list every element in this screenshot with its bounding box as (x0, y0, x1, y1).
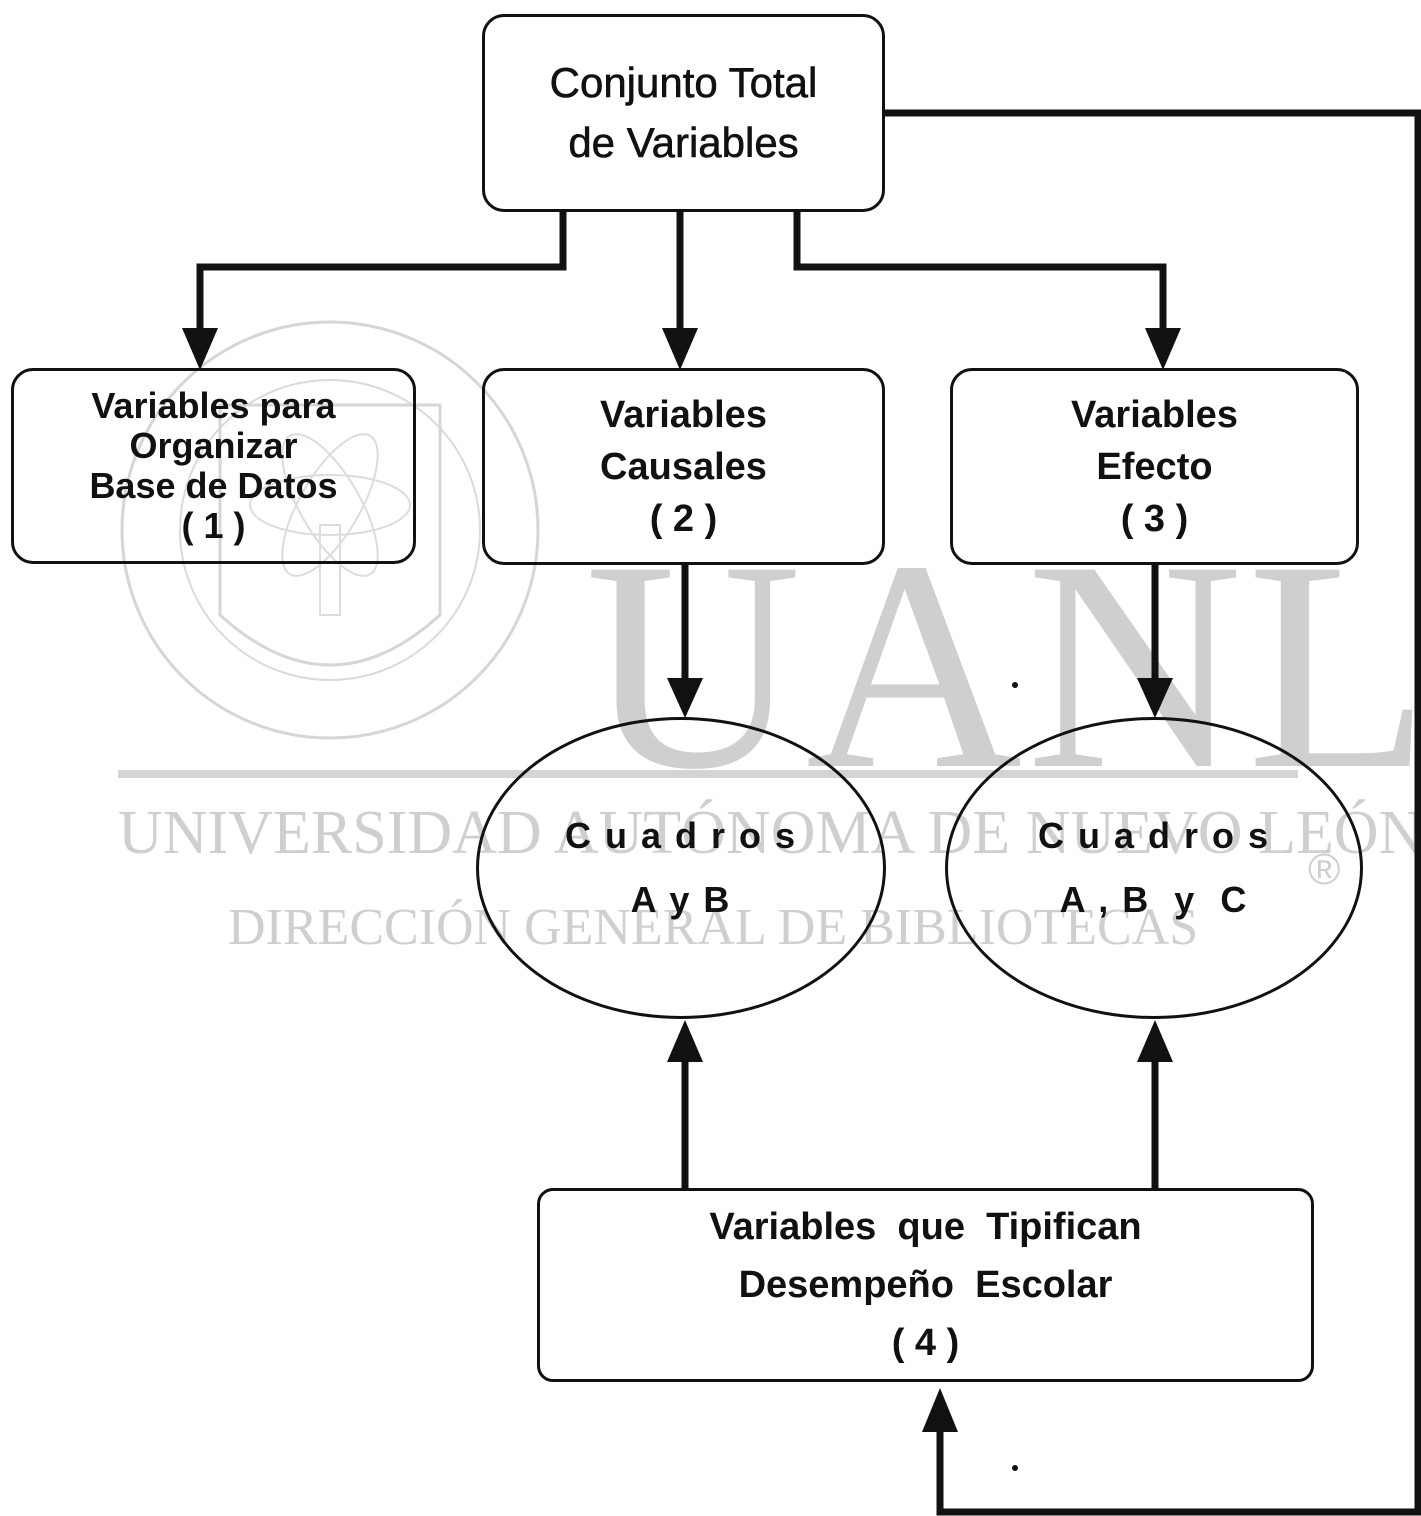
node-v2-line1: Variables (600, 393, 767, 436)
node-total-variables: Conjunto Total de Variables (482, 14, 885, 212)
node-v3-number: ( 3 ) (1120, 497, 1189, 540)
node-v1-number: ( 1 ) (181, 505, 246, 546)
node-v1-line1: Variables para (91, 385, 336, 426)
node-c1-line1: C u a d r o s (564, 815, 798, 856)
node-v2-number: ( 2 ) (649, 497, 718, 540)
node-variables-efecto: Variables Efecto ( 3 ) (950, 368, 1359, 565)
stray-dot (1012, 682, 1018, 688)
arrow-top-to-v4-loop (885, 109, 1421, 1516)
node-total-line2: de Variables (568, 119, 799, 167)
arrowhead-v2 (662, 328, 698, 370)
node-v4-line1: Variables que Tipifican (709, 1206, 1142, 1248)
arrowhead-c1-bottom (667, 1020, 703, 1062)
arrowhead-c1-top (667, 678, 703, 718)
node-v1-line3: Base de Datos (89, 465, 338, 506)
node-c2-line2: A , B y C (1059, 879, 1249, 920)
node-cuadros-a-b-c: C u a d r o s A , B y C (945, 717, 1363, 1019)
node-variables-causales: Variables Causales ( 2 ) (482, 368, 885, 565)
arrowhead-c2-top (1137, 678, 1173, 718)
node-v2-line2: Causales (600, 445, 767, 488)
node-variables-organizar: Variables para Organizar Base de Datos (… (11, 368, 416, 564)
university-seal-watermark (120, 320, 540, 740)
arrowhead-v1 (182, 328, 218, 370)
node-v1-line2: Organizar (129, 425, 298, 466)
node-v4-line2: Desempeño Escolar (738, 1264, 1113, 1306)
node-c2-line1: C u a d r o s (1037, 815, 1271, 856)
node-c1-line2: A y B (630, 879, 732, 920)
node-v3-line1: Variables (1071, 393, 1238, 436)
node-cuadros-a-b: C u a d r o s A y B (476, 717, 886, 1019)
node-total-line1: Conjunto Total (549, 59, 818, 107)
node-v4-number: ( 4 ) (891, 1322, 960, 1364)
arrowhead-c2-bottom (1137, 1020, 1173, 1062)
arrowhead-v3 (1145, 328, 1181, 370)
node-v3-line2: Efecto (1096, 445, 1213, 488)
arrowhead-v4 (922, 1388, 958, 1432)
arrow-top-to-v3 (793, 212, 1167, 335)
stray-dot (1012, 1465, 1018, 1471)
node-variables-desempeno: Variables que Tipifican Desempeño Escola… (537, 1188, 1314, 1382)
arrow-top-to-v1 (196, 212, 567, 335)
